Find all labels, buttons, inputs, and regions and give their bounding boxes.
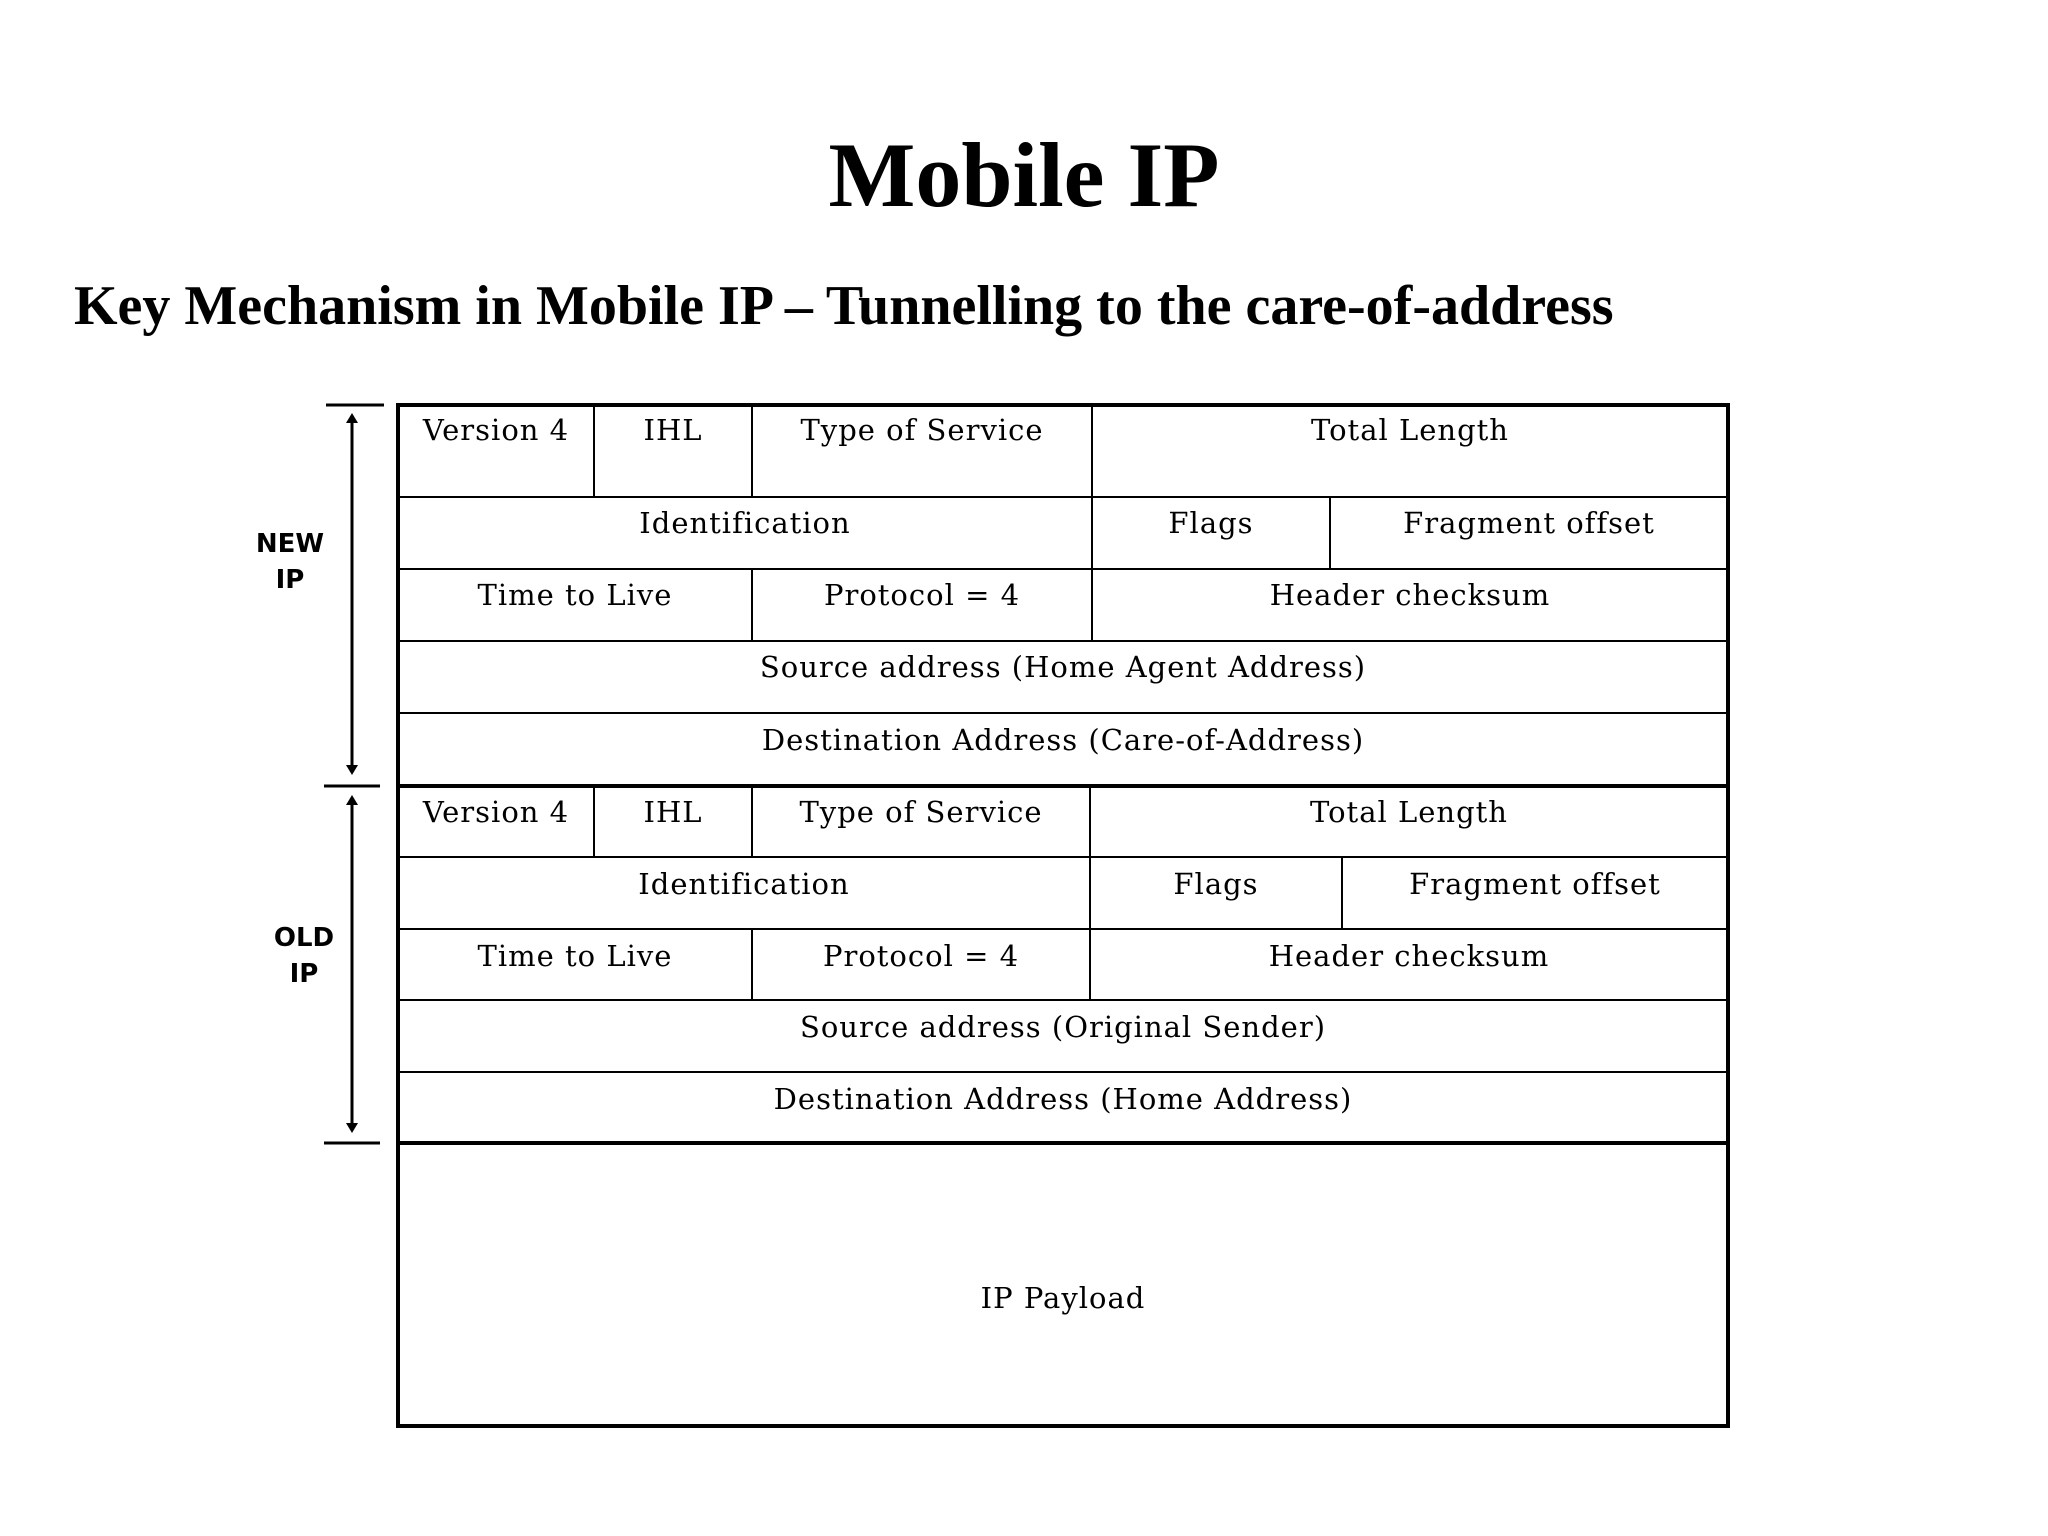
ip-payload-field: IP Payload bbox=[980, 1281, 1146, 1315]
new-ip-label: NEW IP bbox=[250, 526, 330, 598]
old-identification-field: Identification bbox=[638, 867, 850, 901]
old-protocol-field: Protocol = 4 bbox=[822, 939, 1020, 973]
new-ip-bracket bbox=[324, 403, 384, 788]
new-ip-label-line2: IP bbox=[275, 565, 305, 595]
new-source-address-field: Source address (Home Agent Address) bbox=[759, 650, 1367, 684]
new-destination-address-field: Destination Address (Care-of-Address) bbox=[761, 723, 1365, 757]
packet-outline bbox=[396, 403, 1730, 1428]
old-fragment-offset-field: Fragment offset bbox=[1409, 867, 1661, 901]
old-checksum-field: Header checksum bbox=[1268, 939, 1550, 973]
old-total-length-field: Total Length bbox=[1310, 795, 1508, 829]
old-source-address-field: Source address (Original Sender) bbox=[799, 1010, 1327, 1044]
old-destination-address-field: Destination Address (Home Address) bbox=[773, 1082, 1353, 1116]
new-ttl-field: Time to Live bbox=[477, 578, 673, 612]
old-version-field: Version 4 bbox=[422, 795, 570, 829]
old-tos-field: Type of Service bbox=[799, 795, 1043, 829]
old-ihl-field: IHL bbox=[643, 795, 703, 829]
old-flags-field: Flags bbox=[1173, 867, 1259, 901]
new-tos-field: Type of Service bbox=[800, 413, 1044, 447]
new-fragment-offset-field: Fragment offset bbox=[1403, 506, 1655, 540]
old-ip-label-line1: OLD bbox=[273, 923, 335, 953]
slide-title: Mobile IP bbox=[828, 124, 1220, 226]
new-protocol-field: Protocol = 4 bbox=[823, 578, 1021, 612]
new-ip-label-line1: NEW bbox=[255, 529, 325, 559]
old-ip-bracket bbox=[324, 795, 380, 1145]
new-checksum-field: Header checksum bbox=[1269, 578, 1551, 612]
old-ip-label-line2: IP bbox=[289, 959, 319, 989]
new-ip-header-grid bbox=[398, 405, 1728, 714]
old-ip-label: OLD IP bbox=[264, 920, 344, 992]
new-ihl-field: IHL bbox=[643, 413, 703, 447]
old-ip-header-grid bbox=[398, 786, 1728, 1073]
new-version-field: Version 4 bbox=[422, 413, 570, 447]
old-ttl-field: Time to Live bbox=[477, 939, 673, 973]
new-identification-field: Identification bbox=[639, 506, 851, 540]
new-total-length-field: Total Length bbox=[1311, 413, 1509, 447]
new-flags-field: Flags bbox=[1168, 506, 1254, 540]
slide-subtitle: Key Mechanism in Mobile IP – Tunnelling … bbox=[74, 275, 1614, 337]
